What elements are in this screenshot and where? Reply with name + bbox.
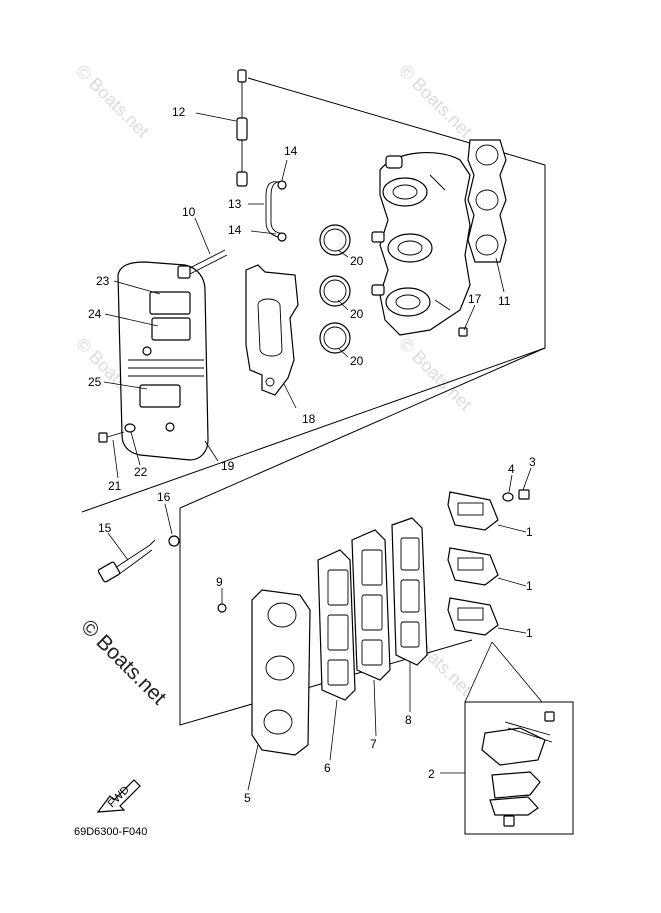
callout-19: 19 <box>221 459 235 473</box>
callout-4: 4 <box>508 462 515 476</box>
callout-20: 20 <box>350 254 364 268</box>
callout-22: 22 <box>134 465 148 479</box>
callout-1: 1 <box>526 579 533 593</box>
callout-1: 1 <box>526 525 533 539</box>
callout-5: 5 <box>244 791 251 805</box>
watermark: © Boats.net <box>395 334 476 415</box>
breather-hose <box>265 180 287 242</box>
reed-valves <box>447 491 499 636</box>
fwd-arrow: FWD <box>96 779 141 813</box>
callout-10: 10 <box>182 205 196 219</box>
callout-20: 20 <box>350 307 364 321</box>
callout-2: 2 <box>428 767 435 781</box>
reed-plate <box>217 589 311 756</box>
leader-lines <box>103 112 532 791</box>
callout-13: 13 <box>228 197 242 211</box>
watermark: © Boats.net <box>72 61 153 142</box>
callout-21: 21 <box>108 479 122 493</box>
intake-manifold <box>371 151 471 336</box>
callout-14: 14 <box>228 223 242 237</box>
callout-1: 1 <box>526 626 533 640</box>
callouts: 1 1 1 2 3 4 5 6 7 8 9 10 11 12 13 14 14 … <box>88 105 536 805</box>
callout-8: 8 <box>405 713 412 727</box>
callout-11: 11 <box>498 294 511 308</box>
callout-24: 24 <box>88 307 102 321</box>
reed-bolt <box>502 489 530 502</box>
callout-6: 6 <box>324 761 331 775</box>
o-rings <box>319 224 351 354</box>
callout-20: 20 <box>350 354 364 368</box>
reed-gaskets <box>317 517 428 701</box>
silencer-cover <box>117 261 209 461</box>
callout-7: 7 <box>370 737 377 751</box>
fuel-hose <box>236 69 248 187</box>
bolt-washer <box>98 423 136 443</box>
drawing-code: 69D6300-F040 <box>74 826 147 838</box>
callout-14: 14 <box>284 144 298 158</box>
manifold-gasket <box>467 139 507 263</box>
choke-knob <box>97 535 180 583</box>
bolt <box>177 249 228 279</box>
callout-3: 3 <box>529 455 536 469</box>
screw <box>458 327 468 337</box>
watermark: © Boats.net <box>395 61 476 142</box>
callout-12: 12 <box>172 105 186 119</box>
cover-gasket <box>245 264 299 396</box>
callout-17: 17 <box>468 292 482 306</box>
callout-25: 25 <box>88 375 102 389</box>
callout-15: 15 <box>98 521 112 535</box>
callout-23: 23 <box>96 274 110 288</box>
watermark-large: © Boats.net <box>76 615 170 709</box>
reed-detail-box <box>464 641 574 835</box>
callout-9: 9 <box>216 575 223 589</box>
callout-16: 16 <box>157 490 171 504</box>
callout-18: 18 <box>302 412 316 426</box>
